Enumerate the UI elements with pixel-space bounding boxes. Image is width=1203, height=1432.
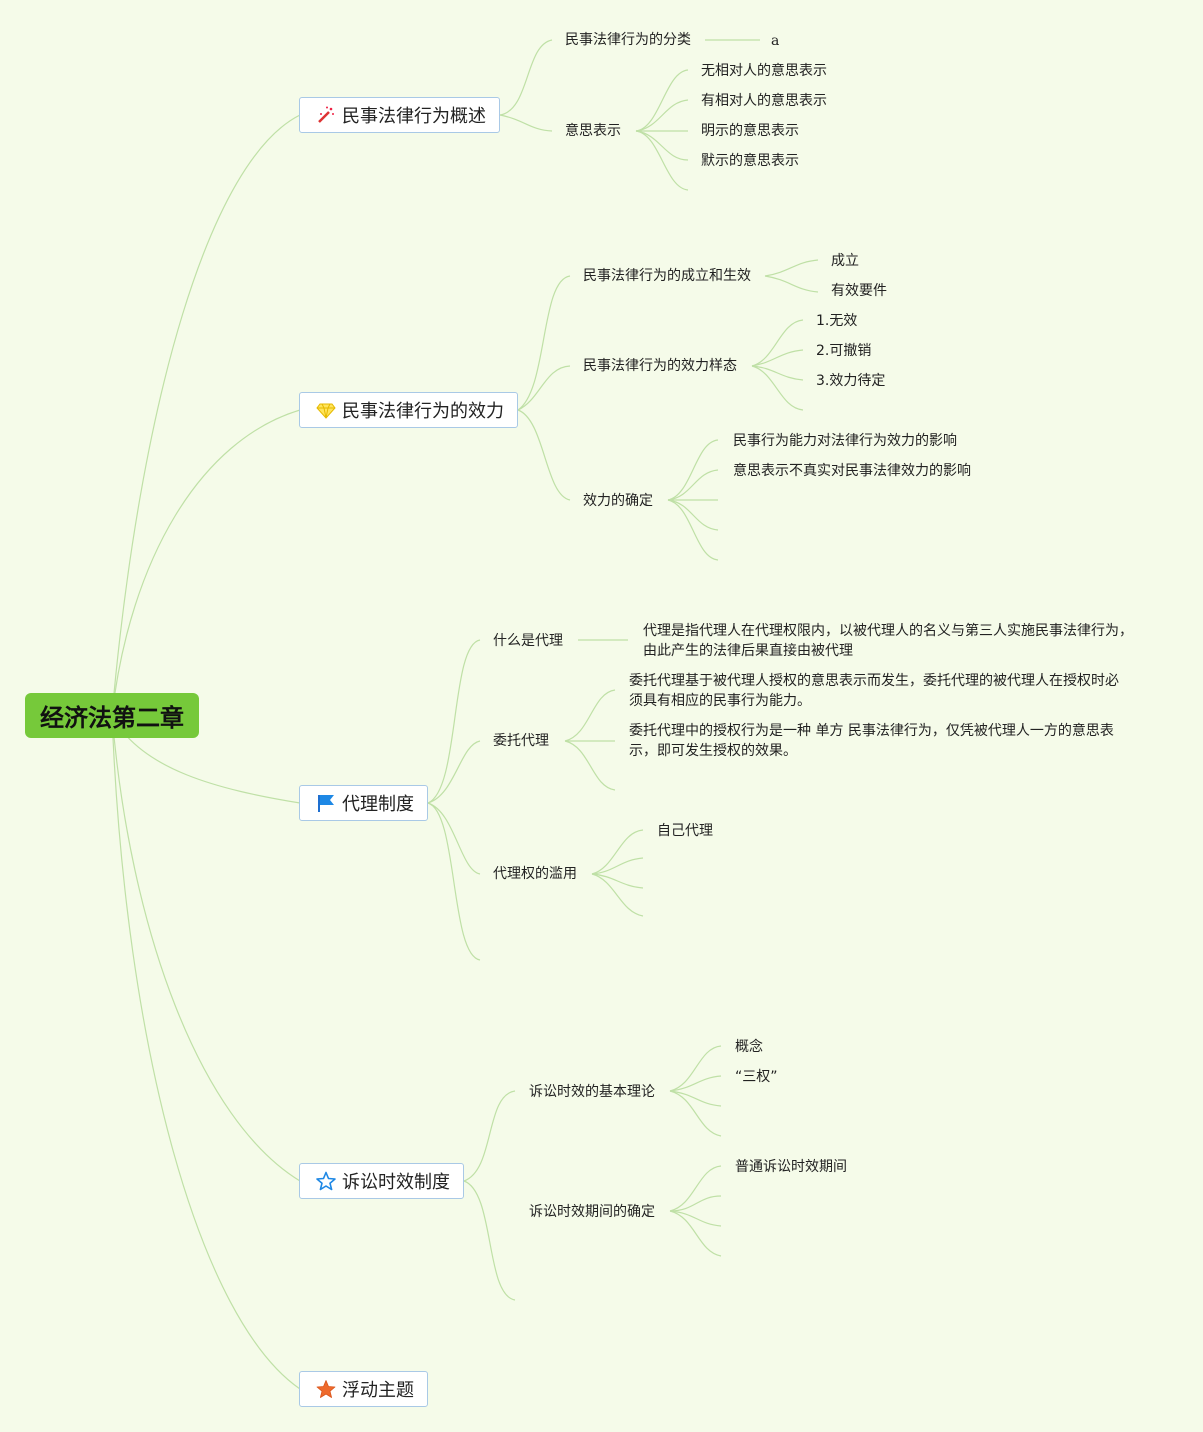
topic-item[interactable]: 民事行为能力对法律行为效力的影响	[733, 433, 957, 449]
star-outline-icon	[316, 1171, 336, 1191]
topic-abuse-of-agency[interactable]: 代理权的滥用	[493, 866, 577, 882]
text-line: 示，即可发生授权的效果。	[629, 743, 797, 759]
topic-item[interactable]: 默示的意思表示	[701, 153, 799, 169]
topic-item[interactable]: 自己代理	[657, 823, 713, 839]
text-line: 委托代理基于被代理人授权的意思表示而发生，委托代理的被代理人在授权时必	[629, 673, 1119, 689]
topic-a[interactable]: a	[771, 33, 780, 49]
topic-item[interactable]: 意思表示不真实对民事法律效力的影响	[733, 463, 971, 479]
topic-effect-determination[interactable]: 效力的确定	[583, 493, 653, 509]
topic-effect-forms[interactable]: 民事法律行为的效力样态	[583, 358, 737, 374]
topic-item[interactable]: 1.无效	[816, 313, 858, 329]
branch-label: 代理制度	[342, 794, 414, 815]
topic-item[interactable]: 有效要件	[831, 283, 887, 299]
topic-item[interactable]: 有相对人的意思表示	[701, 93, 827, 109]
topic-item[interactable]: “三权”	[735, 1069, 778, 1085]
text-line: 须具有相应的民事行为能力。	[629, 693, 811, 709]
topic-limitation-theory[interactable]: 诉讼时效的基本理论	[529, 1084, 655, 1100]
topic-item[interactable]: 明示的意思表示	[701, 123, 799, 139]
branch-label: 诉讼时效制度	[342, 1172, 450, 1193]
topic-agency-definition[interactable]: 代理是指代理人在代理权限内，以被代理人的名义与第三人实施民事法律行为， 由此产生…	[643, 621, 1133, 661]
topic-what-is-agency[interactable]: 什么是代理	[493, 633, 563, 649]
topic-item[interactable]: 概念	[735, 1039, 763, 1055]
text-line: 委托代理中的授权行为是一种 单方 民事法律行为，仅凭被代理人一方的意思表	[629, 723, 1114, 739]
topic-item[interactable]: 成立	[831, 253, 859, 269]
topic-item[interactable]: 3.效力待定	[816, 373, 886, 389]
branch-limitation-system[interactable]: 诉讼时效制度	[299, 1163, 464, 1199]
text-line: 代理是指代理人在代理权限内，以被代理人的名义与第三人实施民事法律行为，	[643, 623, 1133, 639]
text-line: 由此产生的法律后果直接由被代理	[643, 643, 853, 659]
branch-label: 民事法律行为概述	[342, 106, 486, 127]
branch-label: 民事法律行为的效力	[342, 401, 504, 422]
flag-icon	[316, 793, 336, 813]
branch-label: 浮动主题	[342, 1380, 414, 1401]
topic-item[interactable]: 2.可撤销	[816, 343, 872, 359]
branch-floating-topic[interactable]: 浮动主题	[299, 1371, 428, 1407]
topic-formation-effect[interactable]: 民事法律行为的成立和生效	[583, 268, 751, 284]
topic-entrusted-agency[interactable]: 委托代理	[493, 733, 549, 749]
diamond-icon	[316, 400, 336, 420]
star-filled-icon	[316, 1379, 336, 1399]
topic-entrusted-note-2[interactable]: 委托代理中的授权行为是一种 单方 民事法律行为，仅凭被代理人一方的意思表 示，即…	[629, 721, 1114, 761]
topic-item[interactable]: 普通诉讼时效期间	[735, 1159, 847, 1175]
branch-civil-legal-act-overview[interactable]: 民事法律行为概述	[299, 97, 500, 133]
wand-icon	[316, 105, 336, 125]
topic-entrusted-note-1[interactable]: 委托代理基于被代理人授权的意思表示而发生，委托代理的被代理人在授权时必 须具有相…	[629, 671, 1119, 711]
topic-intent-expression[interactable]: 意思表示	[565, 123, 621, 139]
topic-item[interactable]: 无相对人的意思表示	[701, 63, 827, 79]
root-topic[interactable]: 经济法第二章	[25, 693, 199, 738]
branch-agency-system[interactable]: 代理制度	[299, 785, 428, 821]
topic-limitation-period[interactable]: 诉讼时效期间的确定	[529, 1204, 655, 1220]
root-label: 经济法第二章	[40, 704, 184, 732]
branch-legal-act-effect[interactable]: 民事法律行为的效力	[299, 392, 518, 428]
topic-classification[interactable]: 民事法律行为的分类	[565, 32, 691, 48]
